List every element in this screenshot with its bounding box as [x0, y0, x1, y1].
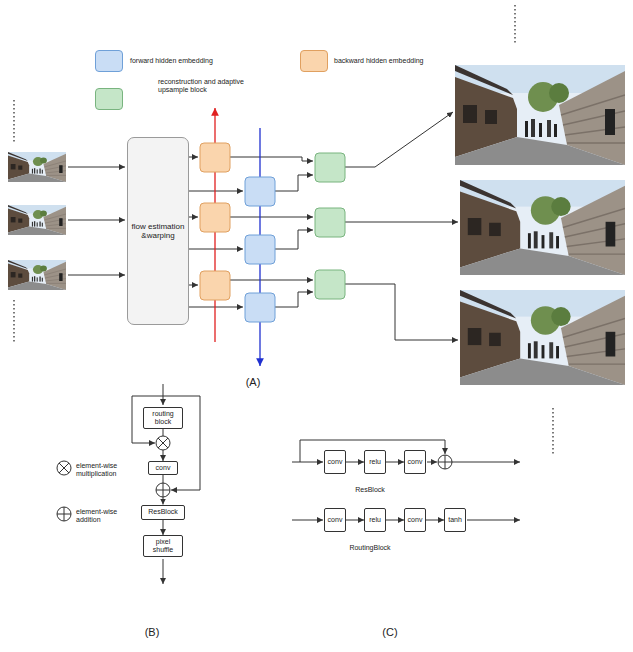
legend-swatch	[95, 50, 123, 72]
multiply-symbol	[57, 461, 71, 475]
node-text: conv	[328, 516, 343, 524]
process-box: flow estimation &warping	[127, 137, 189, 325]
legend-text: backward hidden embedding	[334, 57, 424, 65]
add-symbol	[57, 507, 71, 521]
relu-box: relu	[364, 450, 386, 474]
reconstruction-box	[315, 153, 345, 299]
routing-box: routing block	[143, 407, 183, 429]
legend-swatch	[95, 88, 123, 110]
node-text: relu	[369, 458, 381, 466]
tanh-box: tanh	[444, 508, 466, 532]
output-frame	[455, 65, 625, 165]
part-label: (C)	[382, 626, 397, 639]
connector	[346, 462, 364, 463]
connector	[426, 520, 444, 521]
input-frame	[8, 205, 66, 235]
relu-box: relu	[364, 508, 386, 532]
node-text: pixel shuffle	[147, 538, 179, 554]
multiply-symbol	[156, 436, 170, 450]
node-text: ResBlock	[148, 508, 178, 516]
legend-swatch	[300, 50, 328, 72]
connector	[346, 520, 364, 521]
node-text: conv	[408, 458, 423, 466]
conv-box: conv	[404, 508, 426, 532]
resblock-box: ResBlock	[141, 505, 185, 520]
forward-box	[245, 177, 275, 322]
conv-box: conv	[148, 461, 178, 475]
wire	[132, 384, 200, 584]
add-symbol	[438, 455, 452, 469]
block-caption: RoutingBlock	[349, 544, 390, 552]
add-symbol	[156, 483, 170, 497]
node-text: flow estimation &warping	[131, 222, 185, 240]
conv-box: conv	[324, 508, 346, 532]
input-frame	[8, 260, 66, 290]
legend-text: forward hidden embedding	[130, 57, 213, 65]
node-text: routing block	[147, 410, 179, 426]
legend-text: element-wise multiplication	[76, 462, 124, 478]
connector	[386, 462, 404, 463]
node-text: conv	[408, 516, 423, 524]
output-frame	[460, 180, 625, 275]
legend-text: reconstruction and adaptive upsample blo…	[158, 78, 244, 94]
node-text: relu	[369, 516, 381, 524]
block-caption: ResBlock	[355, 486, 385, 494]
connector	[163, 520, 164, 535]
part-label: (A)	[246, 376, 261, 389]
connector	[386, 520, 404, 521]
input-frame	[8, 152, 66, 182]
shuffle-box: pixel shuffle	[143, 535, 183, 557]
node-text: tanh	[448, 516, 462, 524]
part-label: (B)	[145, 626, 160, 639]
output-frame	[460, 290, 625, 385]
conv-box: conv	[404, 450, 426, 474]
wire	[68, 112, 458, 340]
legend-text: element-wise addition	[76, 508, 124, 524]
node-text: conv	[156, 464, 171, 472]
node-text: conv	[328, 458, 343, 466]
conv-box: conv	[324, 450, 346, 474]
backward-box	[200, 143, 230, 300]
